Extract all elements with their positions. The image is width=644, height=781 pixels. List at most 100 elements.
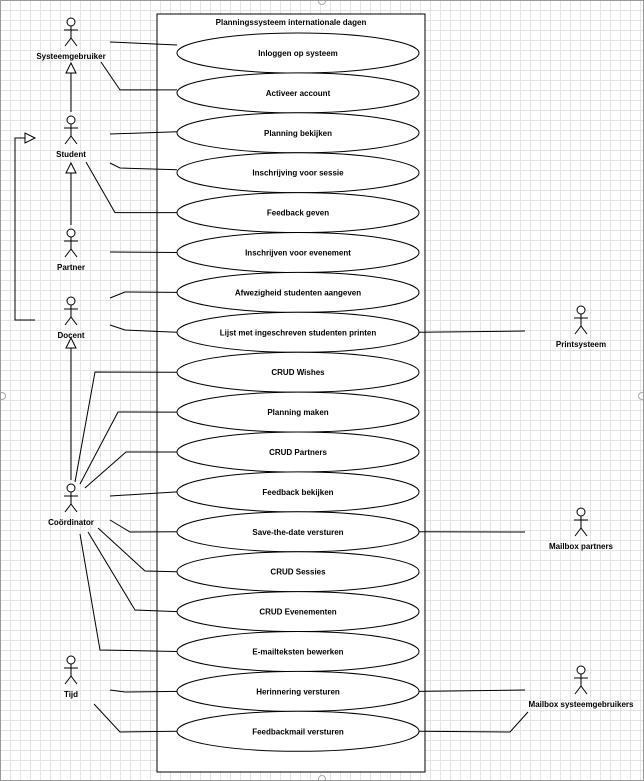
association-student-inschrijving-sessie	[109, 162, 178, 171]
actor-head	[66, 115, 76, 125]
generalization-docent-student-head	[24, 132, 37, 144]
actor-head	[576, 507, 586, 517]
actor-student: Student	[56, 115, 86, 159]
actor-docent: Docent	[57, 296, 85, 340]
use-case-label: Lijst met ingeschreven studenten printen	[220, 328, 377, 337]
use-case-activeer: Activeer account	[176, 72, 420, 114]
use-case-planning-bekijken: Planning bekijken	[176, 112, 420, 154]
use-case-inloggen: Inloggen op systeem	[176, 32, 420, 74]
use-case-label: Inschrijving voor sessie	[252, 169, 344, 178]
actor-head	[576, 665, 586, 675]
association-coordinator-save-the-date	[109, 519, 178, 533]
use-case-label: Feedbackmail versturen	[252, 727, 344, 736]
actor-leg	[64, 37, 72, 47]
actor-leg	[580, 527, 588, 537]
use-case-feedbackmail: Feedbackmail versturen	[176, 710, 420, 752]
actor-leg	[574, 325, 582, 335]
actor-leg	[64, 503, 72, 513]
use-case-label: Inschrijven voor evenement	[245, 249, 351, 258]
actor-label: Mailbox partners	[549, 542, 614, 551]
use-case-feedback-bekijken: Feedback bekijken	[176, 471, 420, 513]
actor-label: Printsysteem	[556, 340, 606, 349]
actor-label: Partner	[57, 263, 85, 272]
association-coordinator-crud-sessies	[97, 527, 178, 573]
actor-label: Systeemgebruiker	[36, 52, 105, 61]
system-title: Planningssysteem internationale dagen	[216, 18, 367, 27]
use-case-planning-maken: Planning maken	[176, 391, 420, 433]
actor-leg	[64, 675, 72, 685]
actor-mailbox-systeemgebruikers: Mailbox systeemgebruikers	[529, 665, 634, 709]
association-coordinator-crud-evenementen	[87, 531, 178, 613]
actor-tijd: Tijd	[64, 655, 78, 699]
actor-leg	[70, 503, 78, 513]
actor-leg	[64, 316, 72, 326]
actor-leg	[70, 37, 78, 47]
use-case-label: Feedback bekijken	[262, 488, 333, 497]
actor-leg	[70, 135, 78, 145]
use-case-label: Planning bekijken	[264, 129, 332, 138]
actor-leg	[574, 527, 582, 537]
association-tijd-feedbackmail	[93, 703, 178, 733]
association-tijd-herinnering	[109, 689, 178, 693]
association-mailbox-systeemgebruikers-feedbackmail	[418, 711, 529, 733]
use-case-herinnering: Herinnering versturen	[176, 670, 420, 712]
use-case-feedback-geven: Feedback geven	[176, 192, 420, 234]
association-student-planning-bekijken	[109, 131, 178, 135]
actor-head	[66, 483, 76, 493]
association-student-feedback-geven	[85, 161, 177, 214]
association-docent-afwezigheid	[109, 291, 178, 299]
use-case-label: Save-the-date versturen	[252, 528, 343, 537]
actor-label: Tijd	[64, 690, 78, 699]
generalization-student-systeemgebruiker-head	[65, 61, 77, 74]
association-partner-inschrijven-evenement	[109, 251, 178, 253]
use-case-label: Feedback geven	[267, 209, 329, 218]
actor-label: Coördinator	[48, 518, 94, 527]
association-coordinator-emailteksten	[79, 533, 178, 652]
actor-systeemgebruiker: Systeemgebruiker	[36, 17, 106, 61]
actor-head	[66, 655, 76, 665]
actor-head	[576, 305, 586, 315]
association-mailbox-systeemgebruikers-herinnering	[418, 689, 526, 692]
actor-leg	[64, 248, 72, 258]
association-systeemgebruiker-activeer	[100, 61, 177, 91]
use-case-crud-evenementen: CRUD Evenementen	[176, 591, 420, 633]
actor-label: Docent	[57, 331, 84, 340]
actor-leg	[70, 675, 78, 685]
use-case-crud-partners: CRUD Partners	[176, 431, 420, 473]
association-coordinator-feedback-bekijken	[109, 491, 178, 497]
edge-handle	[0, 392, 6, 400]
association-systeemgebruiker-inloggen	[109, 41, 178, 46]
use-case-label: E-mailteksten bewerken	[252, 648, 343, 657]
association-coordinator-planning-maken	[79, 411, 178, 485]
association-coordinator-crud-wishes	[74, 371, 178, 483]
use-case-afwezigheid: Afwezigheid studenten aangeven	[176, 271, 420, 313]
actor-leg	[70, 248, 78, 258]
actor-head	[66, 296, 76, 306]
generalization-coordinator-docent-head	[65, 336, 77, 349]
association-printsysteem-lijst-printen	[418, 330, 526, 333]
association-docent-lijst-printen	[109, 324, 178, 333]
use-case-label: Herinnering versturen	[256, 687, 340, 696]
use-case-label: Activeer account	[266, 89, 331, 98]
generalization-partner-student-head	[65, 161, 77, 174]
edge-handle	[318, 0, 326, 5]
association-coordinator-crud-partners	[84, 451, 177, 489]
use-case-emailteksten: E-mailteksten bewerken	[176, 631, 420, 672]
use-case-label: Planning maken	[267, 408, 328, 417]
use-case-label: CRUD Wishes	[271, 368, 325, 377]
use-case-save-the-date: Save-the-date versturen	[176, 511, 420, 553]
use-case-label: CRUD Partners	[269, 448, 327, 457]
actor-label: Student	[56, 150, 86, 159]
actor-coordinator: Coördinator	[48, 483, 94, 527]
actor-leg	[70, 316, 78, 326]
actor-partner: Partner	[57, 228, 85, 272]
use-case-crud-sessies: CRUD Sessies	[176, 551, 420, 593]
actor-head	[66, 17, 76, 27]
use-case-label: Afwezigheid studenten aangeven	[235, 288, 361, 297]
use-case-label: Inloggen op systeem	[258, 49, 338, 58]
actor-leg	[580, 685, 588, 695]
use-case-label: CRUD Evenementen	[259, 608, 336, 617]
actor-leg	[580, 325, 588, 335]
actor-leg	[64, 135, 72, 145]
